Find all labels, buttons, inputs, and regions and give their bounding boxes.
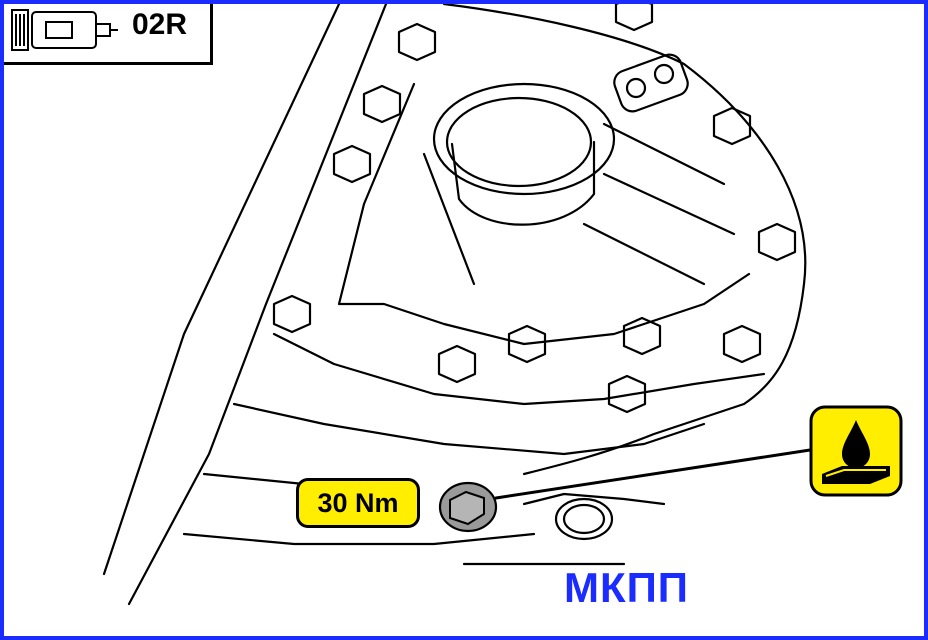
lower-body-edge-2 (232, 402, 706, 456)
bore-wall (450, 140, 596, 226)
flange-outline (442, 4, 807, 476)
housing-left-edge (102, 4, 341, 576)
flange-inner-edge (337, 82, 751, 346)
bore-inner (445, 96, 593, 188)
rib (602, 122, 726, 186)
rib (582, 222, 706, 286)
gearbox-icon (11, 9, 118, 51)
lug-edge (522, 492, 666, 506)
oil-drop-icon (809, 405, 903, 497)
lug-hole-inner (562, 503, 606, 535)
rib (602, 172, 736, 236)
rib (422, 152, 476, 286)
flange-bolts (272, 4, 797, 414)
lower-edge (202, 472, 306, 486)
top-boss (613, 53, 689, 113)
drain-plug (438, 481, 498, 533)
component-code: 02R (132, 8, 188, 41)
torque-badge: 30 Nm (296, 478, 420, 528)
component-code-box: 02R (4, 4, 213, 65)
transmission-caption: МКПП (564, 564, 689, 611)
bore-outer (432, 82, 616, 196)
top-boss-hole (625, 77, 647, 99)
lug-hole (554, 497, 614, 541)
housing-left-inner-edge (127, 4, 388, 606)
top-boss-hole (653, 63, 675, 85)
gearbox-drawing (102, 4, 812, 606)
leader-line (494, 448, 812, 500)
lower-body-edge (272, 332, 766, 406)
oil-badge (808, 404, 904, 498)
lower-edge-2 (182, 532, 536, 546)
